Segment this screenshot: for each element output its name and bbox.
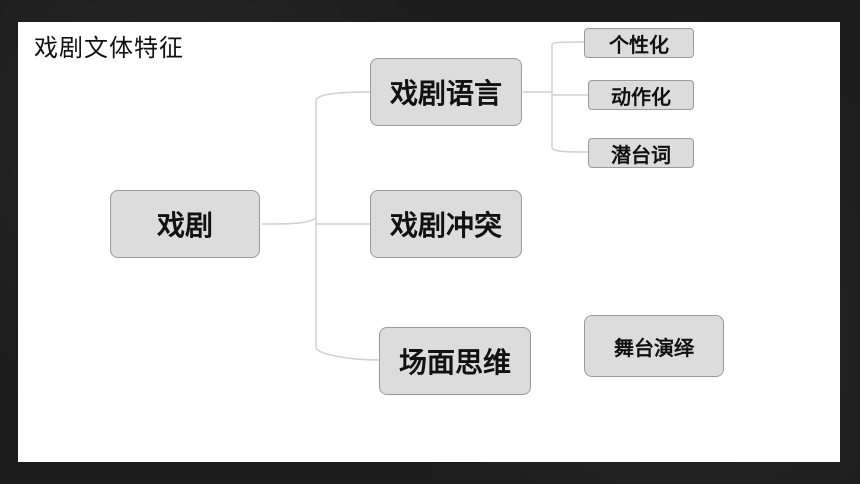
- connector-to-gex: [551, 41, 585, 45]
- connector-to-sub: [551, 147, 589, 153]
- mindmap-connectors: [261, 41, 589, 361]
- slide-canvas: 戏剧文体特征 戏剧 戏剧语言 戏剧冲突 场面思维 个性化 动作化 潜台词 舞台演…: [18, 22, 840, 462]
- node-stage-performance: 舞台演绎: [584, 315, 724, 377]
- node-drama-language: 戏剧语言: [370, 58, 522, 126]
- node-actionization: 动作化: [588, 80, 694, 110]
- connector-to-lang: [315, 91, 371, 101]
- node-drama: 戏剧: [110, 190, 260, 258]
- connector-to-scene: [315, 347, 380, 361]
- slide-title: 戏剧文体特征: [34, 34, 184, 62]
- node-individualization: 个性化: [584, 28, 694, 58]
- node-drama-conflict: 戏剧冲突: [370, 190, 522, 258]
- node-subtext: 潜台词: [588, 138, 694, 168]
- connector-root-branch: [261, 217, 317, 225]
- node-scene-thinking: 场面思维: [379, 327, 531, 395]
